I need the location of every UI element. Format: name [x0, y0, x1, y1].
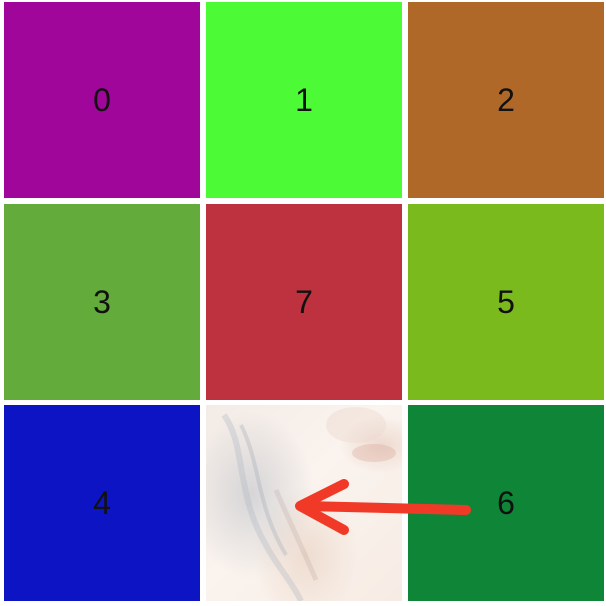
tile-4[interactable]: 4: [4, 405, 200, 601]
tile-label: 2: [497, 82, 515, 118]
tile-1[interactable]: 1: [206, 2, 402, 198]
tile-3[interactable]: 3: [4, 204, 200, 400]
blurred-portrait-image: [221, 407, 396, 601]
tile-label: 3: [93, 284, 111, 320]
empty-slot[interactable]: [206, 405, 402, 601]
tile-label: 7: [295, 284, 313, 320]
tile-7[interactable]: 7: [206, 204, 402, 400]
tile-0[interactable]: 0: [4, 2, 200, 198]
tile-6[interactable]: 6: [408, 405, 604, 601]
tile-label: 0: [93, 82, 111, 118]
tile-label: 5: [497, 284, 515, 320]
tile-label: 6: [497, 485, 515, 521]
tile-2[interactable]: 2: [408, 2, 604, 198]
tile-label: 1: [295, 82, 313, 118]
tile-5[interactable]: 5: [408, 204, 604, 400]
tile-label: 4: [93, 485, 111, 521]
